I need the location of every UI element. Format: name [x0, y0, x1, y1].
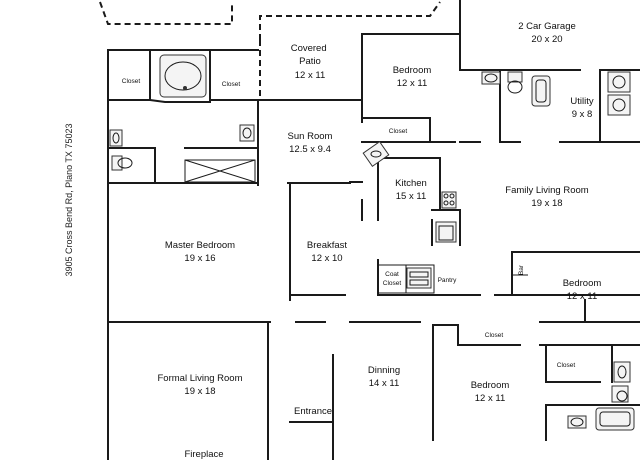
- bedroom-lower-dims: 12 x 11: [475, 393, 505, 404]
- family-living-name: Family Living Room: [505, 185, 588, 196]
- bar-label: Bar: [518, 264, 525, 275]
- washer-dryer: [607, 71, 631, 116]
- closet-master-left-label: Closet: [122, 78, 141, 85]
- lower-toilet: [611, 385, 629, 403]
- bedroom-right-name: Bedroom: [563, 278, 602, 289]
- outdoor-dashed-boundary: [99, 1, 441, 100]
- dinning-name: Dinning: [368, 365, 400, 376]
- closet-lower-right-label: Closet: [557, 362, 576, 369]
- sink-master-right: [239, 124, 255, 142]
- covered-patio-name-text: Covered: [291, 43, 327, 54]
- family-living-dims: 19 x 18: [531, 198, 562, 209]
- bedroom-right-dims: 12 x 11: [567, 291, 597, 302]
- exterior-walls: [107, 0, 640, 460]
- entrance-label: Entrance: [294, 406, 332, 417]
- utility-dims: 9 x 8: [572, 109, 593, 120]
- address-label: 3905 Cross Bend Rd, Plano TX 75023: [64, 124, 74, 277]
- sun-room-dims: 12.5 x 9.4: [289, 144, 331, 155]
- utility-name: Utility: [570, 96, 593, 107]
- lower-sink: [613, 361, 631, 383]
- dinning-dims: 14 x 11: [369, 378, 399, 389]
- stove: [441, 191, 457, 209]
- covered-patio-dims: 12 x 11: [295, 70, 325, 81]
- kitchen-name: Kitchen: [395, 178, 427, 189]
- covered-patio-name-text-2: Patio: [299, 56, 321, 67]
- lower-walls: [107, 299, 640, 460]
- utility-toilet: [507, 71, 523, 94]
- master-suite-walls: [107, 49, 259, 186]
- master-bedroom-dims: 19 x 16: [184, 253, 215, 264]
- kitchen-sink: [362, 141, 390, 167]
- garage-dims: 20 x 20: [531, 34, 562, 45]
- bedroom-lower-name: Bedroom: [471, 380, 510, 391]
- sun-room-name: Sun Room: [288, 131, 333, 142]
- garage-sink: [481, 71, 501, 85]
- coat-closet-box: [377, 264, 407, 294]
- closet-lower-top-label: Closet: [485, 332, 504, 339]
- formal-living-dims: 19 x 18: [184, 386, 215, 397]
- pantry-appliance: [406, 267, 432, 289]
- formal-living-name: Formal Living Room: [158, 373, 243, 384]
- covered-patio-name: Covered Patio: [291, 43, 330, 67]
- closet-master-right-label: Closet: [222, 81, 241, 88]
- breakfast-walls: [289, 182, 640, 301]
- utility-tub: [531, 75, 551, 107]
- pantry-box: [405, 264, 435, 294]
- sink-master-left: [109, 129, 123, 147]
- pantry-label: Pantry: [438, 277, 458, 284]
- bedroom-upper-dims: 12 x 11: [397, 78, 427, 89]
- breakfast-dims: 12 x 10: [311, 253, 342, 264]
- breakfast-name: Breakfast: [307, 240, 347, 251]
- toilet-master: [111, 155, 133, 171]
- fireplace-label: Fireplace: [184, 449, 223, 460]
- master-bedroom-name: Master Bedroom: [165, 240, 235, 251]
- bedroom-upper-name: Bedroom: [393, 65, 432, 76]
- bathtub-master: [159, 54, 207, 98]
- utility-walls: [459, 69, 640, 143]
- refrigerator: [435, 221, 457, 243]
- lower-tub: [595, 407, 635, 431]
- garage-name: 2 Car Garage: [518, 21, 576, 32]
- lower-vanity-sink: [567, 415, 587, 429]
- closet-kitchen-label: Closet: [389, 128, 408, 135]
- kitchen-dims: 15 x 11: [396, 191, 426, 202]
